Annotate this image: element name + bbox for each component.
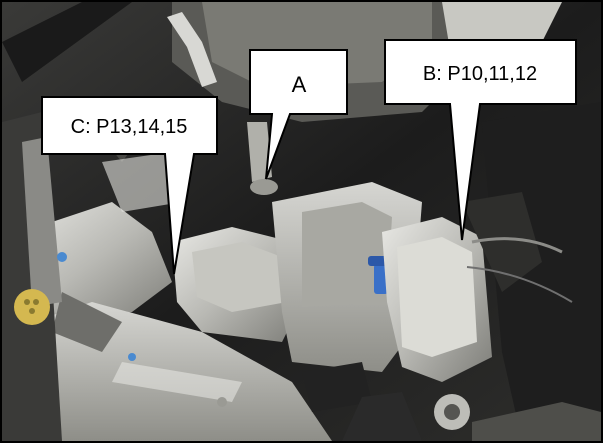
callout-a: A xyxy=(249,49,348,180)
callout-b: B: P10,11,12 xyxy=(384,39,577,241)
callout-c: C: P13,14,15 xyxy=(41,96,218,275)
callout-b-label: B: P10,11,12 xyxy=(423,63,537,85)
callout-a-label: A xyxy=(292,72,307,97)
callout-c-label: C: P13,14,15 xyxy=(71,116,188,138)
